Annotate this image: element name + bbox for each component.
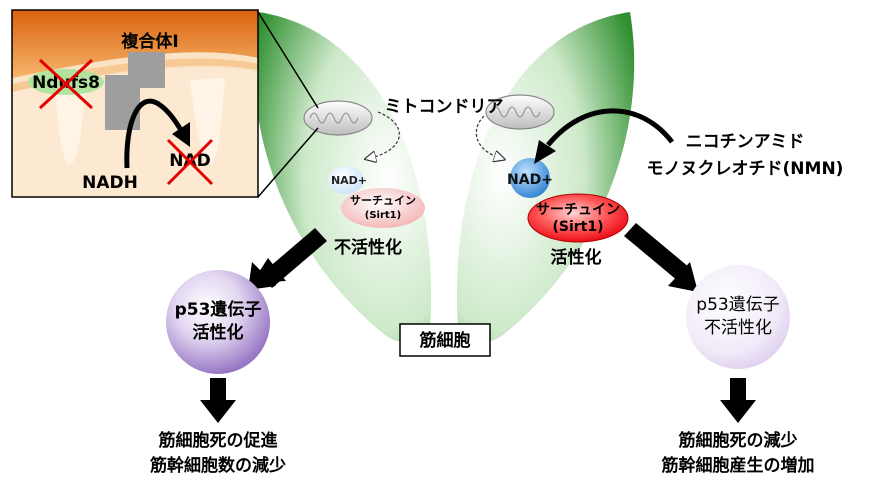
p53-left-line1: p53遺伝子 — [175, 299, 262, 320]
p53-right-line1: p53遺伝子 — [696, 295, 779, 315]
mitochondria-label: ミトコンドリア — [385, 97, 504, 117]
p53-left-line2: 活性化 — [193, 322, 244, 343]
down-arrow-right — [720, 378, 756, 423]
nmn-label-line2: モノヌクレオチド(NMN) — [647, 159, 844, 179]
down-arrow-left — [200, 378, 236, 423]
nad-plus-left-label: NAD+ — [331, 174, 367, 187]
p53-left-circle — [166, 270, 270, 374]
nad-plus-right-label: NAD+ — [507, 172, 553, 188]
sirtuin-right-line1: サーチュイン — [536, 202, 620, 218]
mitochondrion-left — [303, 100, 373, 136]
sirtuin-left-line2: (Sirt1) — [365, 210, 401, 221]
right-state-label: 活性化 — [551, 247, 602, 268]
nmn-arrow-head — [534, 140, 556, 164]
nadh-to-nad-arrow — [124, 98, 185, 169]
nadh-label: NADH — [82, 173, 138, 193]
inset-callout-top — [257, 11, 319, 109]
complex-i-label: 複合体I — [120, 31, 178, 52]
dashed-arrow-left — [370, 111, 400, 158]
sirtuin-left-icon — [341, 188, 425, 228]
left-outcome-line2: 筋幹細胞数の減少 — [149, 455, 286, 476]
nad-plus-left-icon — [328, 166, 364, 194]
nmn-to-nad-arrow — [546, 108, 674, 147]
sirtuin-right-icon — [527, 193, 629, 243]
right-outcome-line2: 筋幹細胞産生の増加 — [661, 455, 815, 476]
sirtuin-left-line1: サーチュイン — [350, 194, 416, 207]
arrow-to-p53-left — [248, 228, 327, 290]
left-outcome-line1: 筋細胞死の促進 — [158, 430, 278, 451]
nad-plus-right-icon — [510, 158, 550, 198]
ndufs8-cross-icon — [38, 58, 94, 110]
p53-right-line2: 不活性化 — [704, 318, 772, 338]
p53-right-circle — [686, 265, 790, 369]
inset-callout-bottom — [257, 127, 319, 198]
nadh-arrow-head — [172, 122, 190, 147]
muscle-cell-label: 筋細胞 — [419, 330, 471, 351]
nad-cross-icon — [166, 138, 214, 186]
right-outcome-line1: 筋細胞死の減少 — [678, 430, 798, 451]
sirtuin-right-line2: (Sirt1) — [552, 219, 603, 235]
dashed-arrow-right — [475, 115, 500, 158]
mitochondrion-right — [485, 94, 555, 130]
arrow-to-p53-right — [624, 223, 698, 292]
complex-i-inset — [11, 9, 259, 198]
nmn-label-line1: ニコチンアミド — [686, 132, 805, 152]
muscle-cell-label-box — [399, 323, 491, 357]
left-state-label: 不活性化 — [334, 237, 402, 258]
